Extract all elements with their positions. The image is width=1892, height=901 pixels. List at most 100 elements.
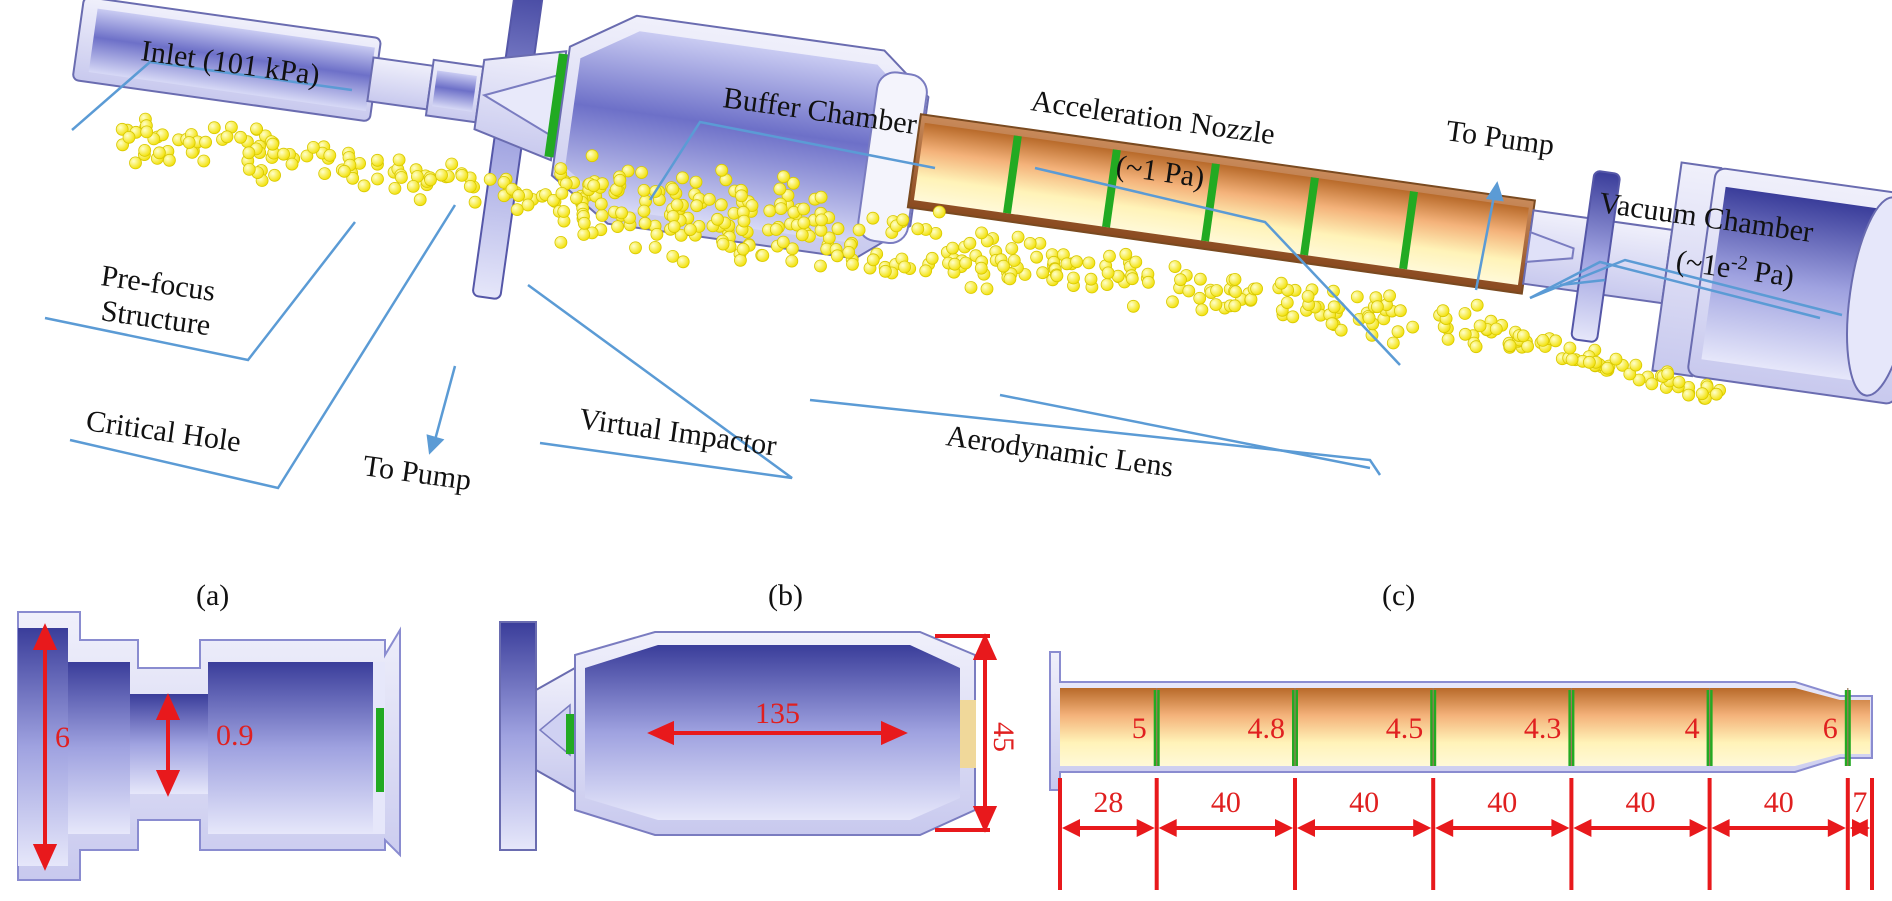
dim-arrowhead <box>1062 819 1080 837</box>
particle <box>1536 333 1550 347</box>
particle <box>1386 336 1400 350</box>
particle <box>445 157 459 171</box>
particle <box>814 190 828 204</box>
particle <box>1005 242 1019 255</box>
particle <box>1362 311 1376 325</box>
particle <box>745 199 759 213</box>
dim-b-length: 135 <box>755 697 800 730</box>
caption-panel-a: (a) <box>196 579 229 612</box>
particle <box>795 228 809 242</box>
particle <box>1084 272 1098 286</box>
particle <box>842 245 856 259</box>
particle <box>980 282 994 296</box>
dim-arrowhead <box>1275 819 1293 837</box>
particle <box>773 182 787 196</box>
segment-length-label: 40 <box>1487 786 1517 819</box>
particle <box>129 156 142 170</box>
label-aerodynamic-lens: Aerodynamic Lens <box>944 419 1175 484</box>
particle <box>406 179 420 193</box>
particle <box>676 255 690 269</box>
particle <box>1458 327 1472 341</box>
particle <box>763 204 777 218</box>
particle <box>1383 289 1396 303</box>
particle <box>797 216 811 230</box>
particle <box>510 203 524 217</box>
particle <box>774 202 788 216</box>
particle <box>1174 273 1187 287</box>
particle <box>512 189 525 203</box>
particle <box>650 227 664 241</box>
particle <box>975 226 988 240</box>
dim-arrowhead <box>1711 819 1730 837</box>
particle <box>587 179 601 193</box>
particle <box>394 171 408 184</box>
particle <box>1565 353 1579 366</box>
particle <box>932 205 946 219</box>
particle <box>786 242 799 256</box>
particle <box>1661 367 1675 381</box>
particle <box>1286 310 1300 324</box>
virtual-impactor <box>473 50 569 162</box>
dim-arrowhead <box>1689 819 1708 837</box>
particle <box>1182 284 1196 298</box>
particle <box>1003 272 1017 286</box>
particle <box>684 223 697 237</box>
particle <box>830 249 844 263</box>
particle <box>948 257 962 271</box>
particle <box>220 130 234 144</box>
particle <box>1229 285 1242 299</box>
particle <box>613 173 627 187</box>
particle <box>424 173 437 187</box>
particle <box>1645 377 1659 391</box>
particle <box>357 179 371 193</box>
lens-diameter-label: 5 <box>1132 712 1147 745</box>
particle <box>1516 329 1530 343</box>
dim-arrowhead <box>1158 819 1177 837</box>
particle <box>318 167 332 181</box>
particle <box>997 259 1010 273</box>
particle <box>1101 266 1115 280</box>
particle <box>1350 290 1364 304</box>
acceleration-nozzle <box>1522 170 1674 343</box>
particle <box>776 235 790 249</box>
particle <box>199 135 213 149</box>
particle <box>769 223 783 236</box>
particle <box>1023 236 1037 250</box>
aerodynamic-lens-tube <box>906 113 1537 295</box>
particle <box>577 228 591 241</box>
leader-lines <box>44 60 1843 490</box>
particle <box>371 172 384 186</box>
particle <box>346 171 360 185</box>
particle <box>611 220 624 234</box>
caption-panel-b: (b) <box>768 579 803 612</box>
particle <box>1194 272 1207 286</box>
particle <box>388 181 402 195</box>
particle-stream <box>115 112 1726 405</box>
particle <box>785 254 799 268</box>
lens-diameter-label: 4.3 <box>1524 712 1562 745</box>
particle <box>814 259 827 273</box>
particle <box>959 256 973 270</box>
segment-length-label: 7 <box>1852 786 1867 819</box>
particle <box>1127 299 1140 313</box>
particle <box>637 204 651 218</box>
particle <box>736 242 750 256</box>
particle <box>435 168 448 182</box>
particle <box>690 199 704 213</box>
particle <box>1469 340 1483 354</box>
particle <box>1210 284 1223 297</box>
particle <box>734 253 747 267</box>
particle <box>468 195 482 209</box>
particle <box>911 222 925 236</box>
particle <box>1623 367 1637 381</box>
particle <box>250 122 263 136</box>
dim-arrow-a-outer <box>32 623 58 871</box>
dim-b-diameter: 45 <box>987 722 1020 752</box>
label-to-pump-right: To Pump <box>1444 114 1556 162</box>
panel-b: 135 45 <box>499 621 1020 851</box>
particle <box>1629 358 1643 372</box>
particle <box>1070 255 1083 269</box>
particle <box>1067 271 1080 285</box>
